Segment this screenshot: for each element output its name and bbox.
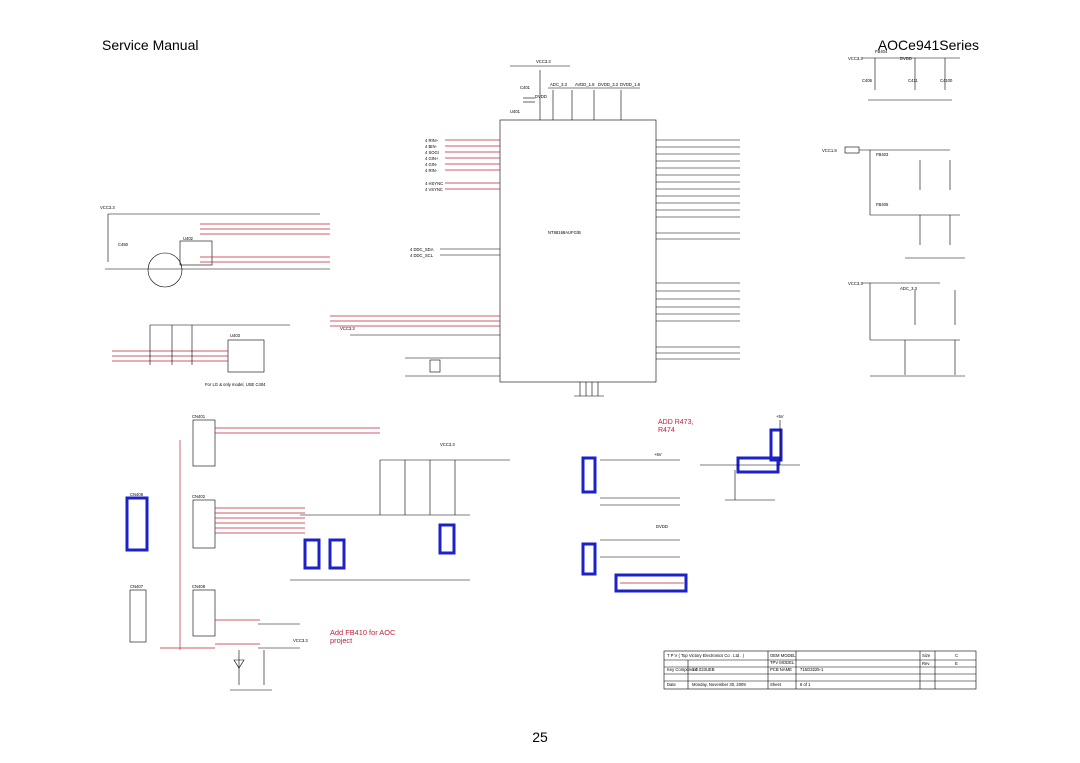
svg-text:PCB NAME: PCB NAME [770,667,792,672]
manual-title: Service Manual [102,37,199,53]
svg-text:4 RIN+: 4 RIN+ [425,138,439,143]
crystal-section: VCC3.3 [330,315,500,377]
power-filter-top: VCC3.3 FB404 DVDD C406 C411 C4100 [848,49,960,101]
svg-text:+5V: +5V [654,452,662,457]
highlight-box-r [581,456,597,494]
svg-text:C401: C401 [520,85,531,90]
eeprom-section: VCC3.3 U402 C450 [100,205,330,288]
svg-text:4 VSYNC: 4 VSYNC [425,187,443,192]
svg-text:TPV MODEL: TPV MODEL [770,660,795,665]
title-block: T P V ( Top Victory Electronics Co . Ltd… [663,650,977,690]
lvds-output-bus [656,139,740,360]
svg-text:E: E [955,661,958,666]
svg-text:FB403: FB403 [876,152,889,157]
svg-text:Sheet: Sheet [770,682,782,687]
svg-text:DVDD_1.8: DVDD_1.8 [620,82,641,87]
svg-text:8 of 1: 8 of 1 [800,682,811,687]
svg-text:Date: Date [667,682,677,687]
rgb-input-bus: 4 RIN+ 4 BIN- 4 SOGI 4 GIN+ 4 GIN- 4 RIN… [410,138,500,258]
svg-text:4 GIN+: 4 GIN+ [425,156,439,161]
svg-text:4 HSYNC: 4 HSYNC [425,181,443,186]
series-title: AOCe941Series [877,37,979,53]
svg-text:VCC3.3: VCC3.3 [848,56,863,61]
lg-note: For LG & only model, USE C404 [205,382,266,387]
svg-text:C450: C450 [118,242,129,247]
svg-text:4 RIN-: 4 RIN- [425,168,438,173]
note-project: project [330,636,352,645]
svg-text:C: C [955,653,958,658]
rail-dvdd: DVDD [535,94,547,99]
svg-text:C4100: C4100 [940,78,953,83]
svg-text:FB404: FB404 [875,49,888,54]
svg-text:CN408: CN408 [192,584,206,589]
ic-ref: U401 [510,109,521,114]
svg-text:OEM MODEL: OEM MODEL [770,653,796,658]
ic-name: NT68168AUFG/B [548,230,581,235]
svg-text:4 BIN-: 4 BIN- [425,144,437,149]
connector-section: CN401 CN402 CN406 CN407 CN408 [125,414,380,650]
svg-text:CN401: CN401 [192,414,206,419]
title-date: Monday, November 30, 2009 [692,682,746,687]
svg-text:FB405: FB405 [876,202,889,207]
title-company: T P V ( Top Victory Electronics Co . Ltd… [667,653,745,658]
svg-text:ADC_3.3: ADC_3.3 [550,82,568,87]
svg-text:VCC1.8: VCC1.8 [822,148,837,153]
note-r474: R474 [658,427,675,434]
svg-text:CN407: CN407 [130,584,144,589]
svg-text:DVDD_3.3: DVDD_3.3 [598,82,619,87]
svg-text:U402: U402 [183,236,194,241]
led-driver-section: +5V DVDD [581,452,688,593]
svg-text:Size: Size [922,653,931,658]
svg-text:VCC3.3: VCC3.3 [440,442,455,447]
esd-diodes: VCC3.3 [290,442,510,581]
svg-text:C411: C411 [908,78,918,83]
svg-text:VCC3.3: VCC3.3 [848,281,863,286]
power-filter-adc: VCC3.3 ADC_3.3 [848,281,965,377]
svg-text:4 GIN-: 4 GIN- [425,162,438,167]
title-pcb-name: 715G3225-1 [800,667,824,672]
svg-text:CN406: CN406 [130,492,144,497]
power-filter-vcc18: VCC1.8 FB403 FB405 [822,146,965,259]
svg-text:Rev: Rev [922,661,930,666]
svg-text:DVDD: DVDD [900,56,912,61]
main-ic: NT68168AUFG/B U401 VCC3.3 ADC_3.3 AVDD_1… [499,59,657,397]
rail-vcc33-top: VCC3.3 [536,59,551,64]
keypad-section: U403 For LG & only model, USE C404 [112,324,290,387]
svg-text:VCC3.3: VCC3.3 [293,638,308,643]
note-add-fb410: Add FB410 for AOC [330,628,396,637]
svg-text:VCC3.3: VCC3.3 [340,326,355,331]
svg-text:4 DDC_SDA: 4 DDC_SDA [410,247,434,252]
svg-text:1.0.023UEB: 1.0.023UEB [692,667,715,672]
panel-power-section: +5V [700,414,800,501]
svg-text:DVDD: DVDD [656,524,668,529]
svg-text:+5V: +5V [776,414,784,419]
svg-text:Key Component: Key Component [667,667,698,672]
note-add-r473: ADD R473, [658,419,693,426]
page-number: 25 [532,729,548,745]
svg-text:VCC3.3: VCC3.3 [100,205,115,210]
svg-text:4 SOGI: 4 SOGI [425,150,439,155]
svg-text:ADC_3.3: ADC_3.3 [900,286,918,291]
svg-text:4 DDC_SCL: 4 DDC_SCL [410,253,434,258]
usb-power-section: VCC3.3 [230,623,308,691]
svg-text:CN402: CN402 [192,494,206,499]
svg-text:U403: U403 [230,333,241,338]
rail-avdd: AVDD_1.8 [575,82,595,87]
svg-text:C406: C406 [862,78,873,83]
